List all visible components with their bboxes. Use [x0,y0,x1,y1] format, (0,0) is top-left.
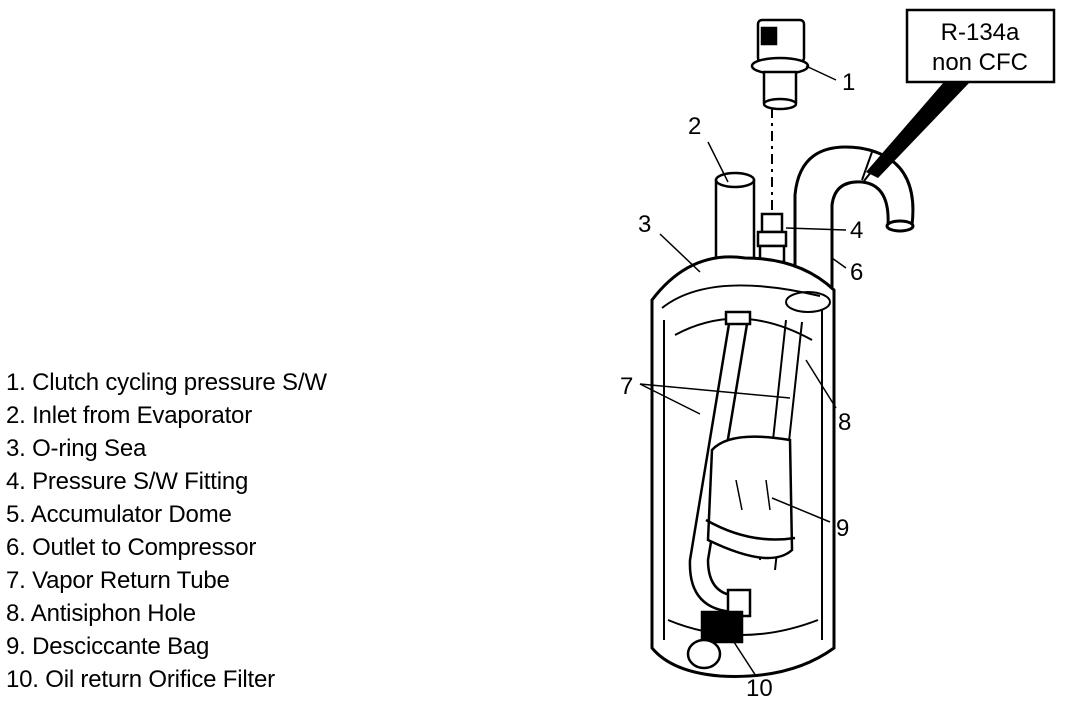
refrigerant-note: non CFC [932,49,1028,76]
refrigerant-label: R-134a non CFC [866,8,1056,178]
label-pointer [866,82,970,178]
inlet-pipe [714,171,756,262]
pressure-switch [750,18,810,111]
parts-legend: 1. Clutch cycling pressure S/W 2. Inlet … [6,366,327,696]
callout-6: 6 [850,259,863,286]
legend-item-5: 5. Accumulator Dome [6,501,232,528]
callout-7: 7 [620,373,633,400]
callout-10: 10 [746,675,773,702]
legend-item-7: 7. Vapor Return Tube [6,567,230,594]
legend-item-3: 3. O-ring Sea [6,435,147,462]
callout-3: 3 [638,211,651,238]
refrigerant-type: R-134a [941,19,1020,46]
oil-return-filter [686,588,752,670]
legend-item-8: 8. Antisiphon Hole [6,600,196,627]
legend-item-2: 2. Inlet from Evaporator [6,402,252,429]
callout-4: 4 [850,217,863,244]
callout-9: 9 [836,515,849,542]
callout-2: 2 [688,113,701,140]
callout-1: 1 [842,69,855,96]
legend-item-10: 10. Oil return Orifice Filter [6,666,275,693]
legend-item-9: 9. Desciccante Bag [6,633,210,660]
legend-item-6: 6. Outlet to Compressor [6,534,257,561]
leader-lines [639,65,847,677]
callout-8: 8 [838,409,851,436]
pressure-switch-fitting [756,212,788,264]
legend-item-1: 1. Clutch cycling pressure S/W [6,369,327,396]
desiccant-bag [705,435,796,560]
outlet-pipe [793,145,915,290]
legend-item-4: 4. Pressure S/W Fitting [6,468,249,495]
